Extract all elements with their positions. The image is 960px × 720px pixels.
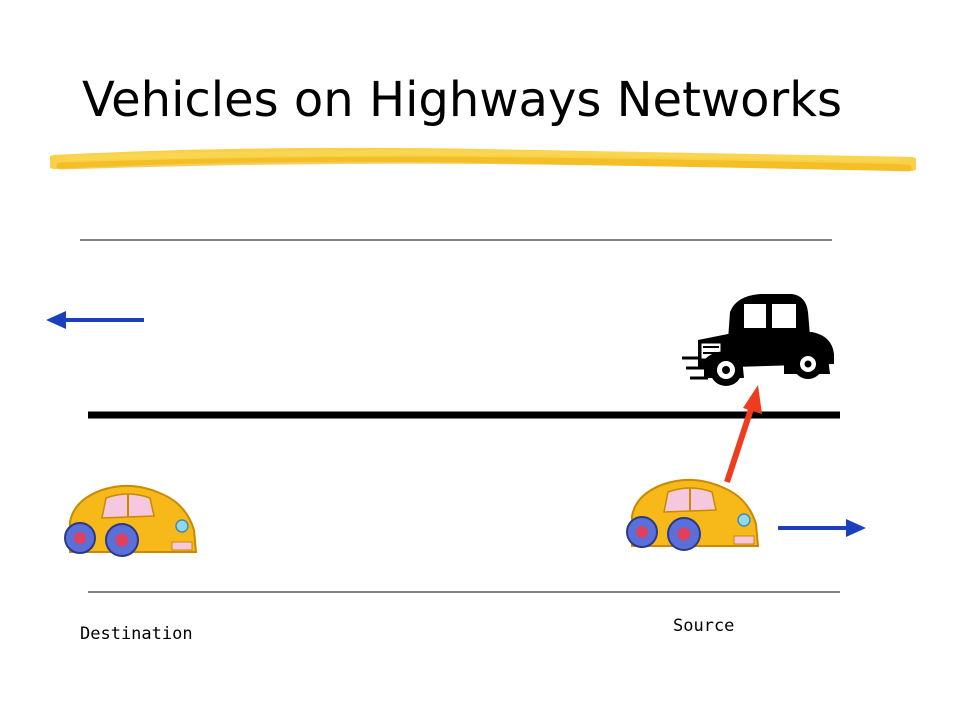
yellow-car-icon xyxy=(626,478,760,551)
destination-label: Destination xyxy=(80,624,193,644)
yellow-car-icon xyxy=(64,484,198,557)
upper-lane-direction-arrow-icon xyxy=(46,311,144,329)
title-highlight-stroke xyxy=(50,147,916,172)
lower-lane-direction-arrow-icon xyxy=(778,519,866,537)
slide-title: Vehicles on Highways Networks xyxy=(82,72,843,128)
source-label: Source xyxy=(673,616,735,636)
vintage-car-icon xyxy=(682,294,834,386)
communication-link-arrow-icon xyxy=(724,385,762,483)
